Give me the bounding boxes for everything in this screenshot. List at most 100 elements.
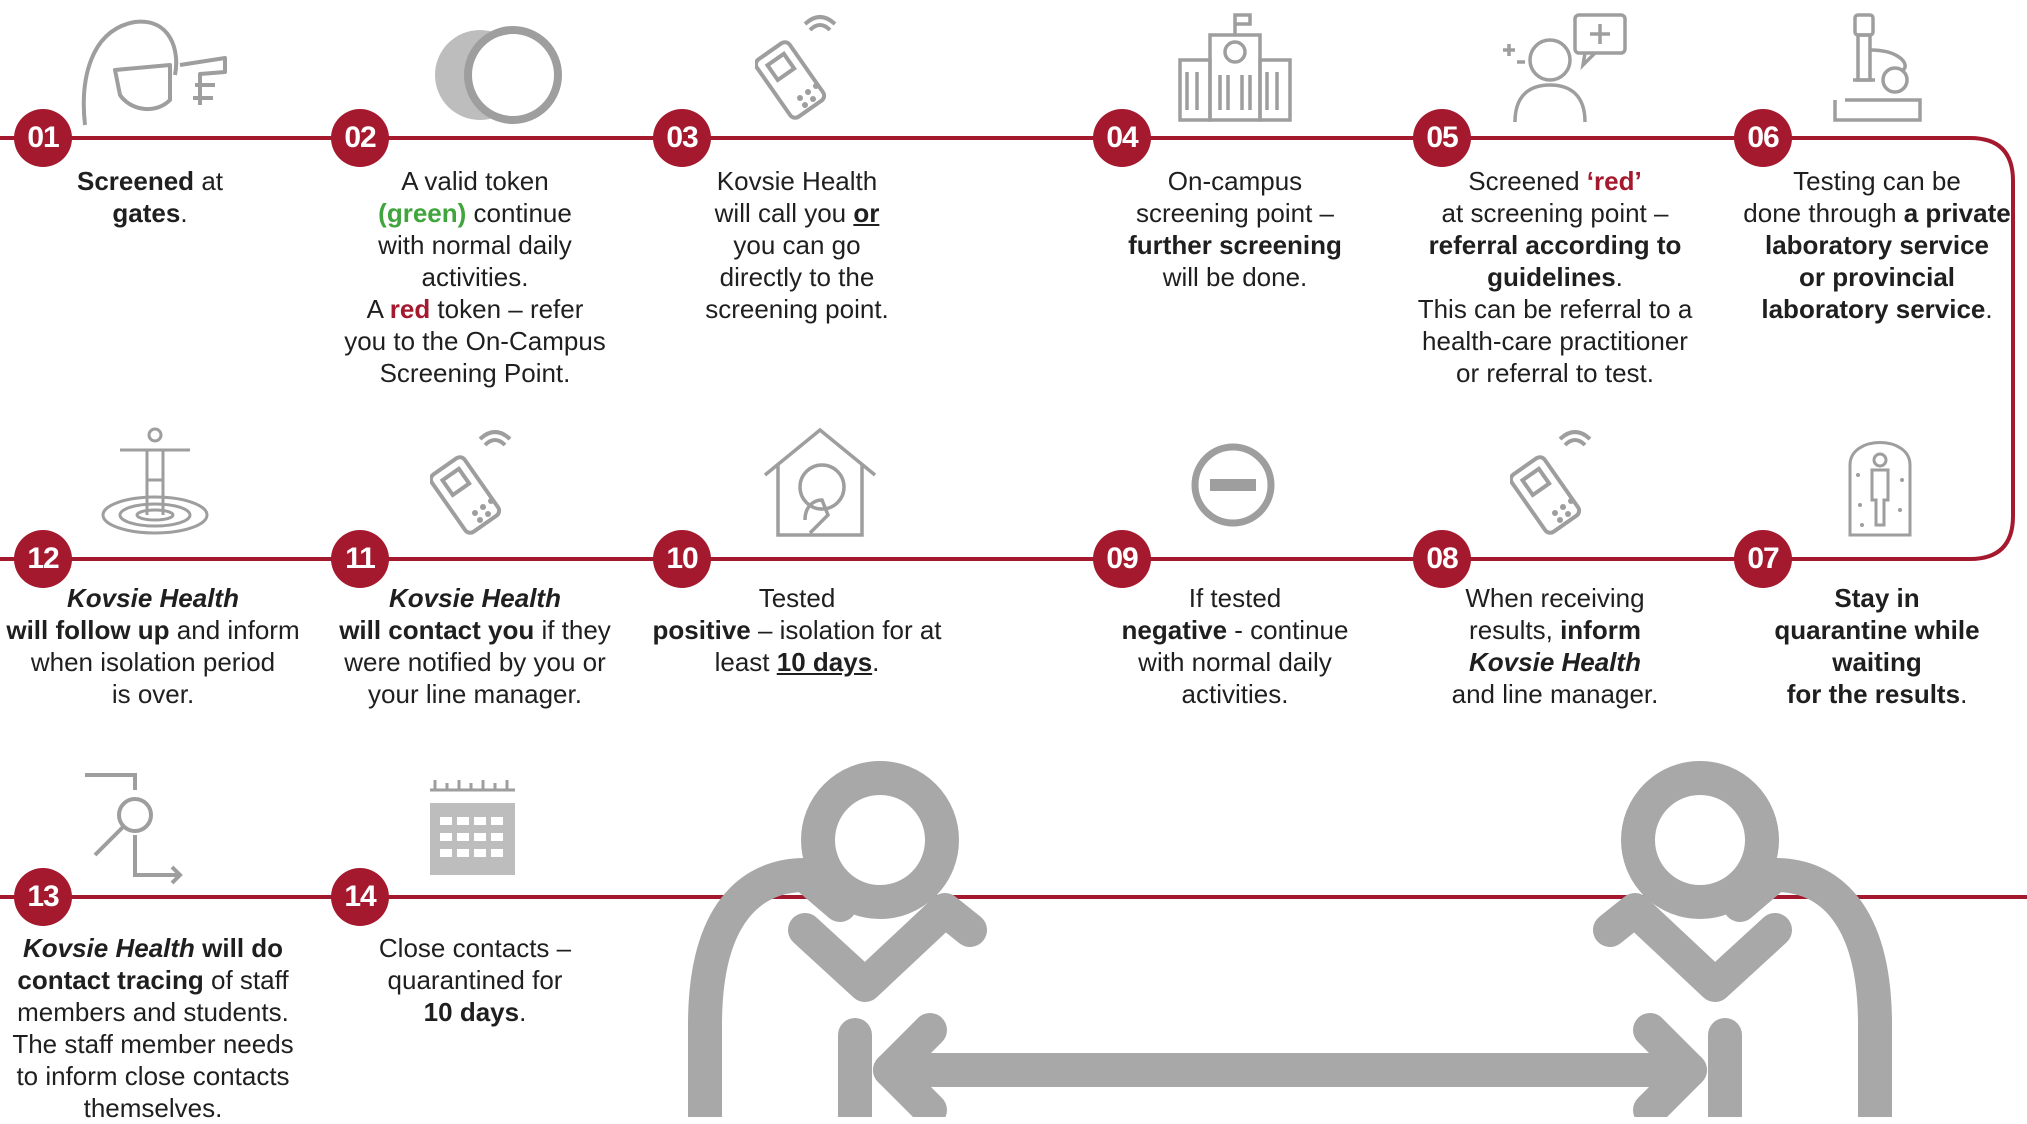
calendar-icon (425, 775, 520, 885)
step-line: screening point – (1085, 197, 1385, 229)
text-segment: . (1960, 679, 1968, 709)
step-line: Testing can be (1727, 165, 2027, 197)
step-line: done through a private (1727, 197, 2027, 229)
step-line: A red token – refer (325, 293, 625, 325)
step-line: will be done. (1085, 261, 1385, 293)
text-segment: guidelines (1487, 262, 1616, 292)
text-segment: at (201, 166, 223, 196)
step-line: Kovsie Health (3, 582, 303, 614)
step-badge-11: 11 (331, 530, 389, 588)
step-badge-14: 14 (331, 868, 389, 926)
text-segment: you can go (733, 230, 861, 260)
text-segment: to inform close contacts (16, 1061, 290, 1091)
text-segment: is over. (111, 679, 195, 709)
step-line: results, inform (1405, 614, 1705, 646)
text-segment: inform (1560, 615, 1641, 645)
step-line: for the results. (1727, 678, 2027, 710)
text-segment: or provincial (1798, 262, 1956, 292)
home-isolation-icon (760, 425, 880, 545)
step-badge-08: 08 (1413, 530, 1471, 588)
text-segment: of staff (203, 965, 289, 995)
text-segment: token – refer (430, 294, 584, 324)
step-line: On-campus (1085, 165, 1385, 197)
text-segment: red (389, 294, 431, 324)
mobile-phone-icon (753, 10, 855, 125)
text-segment: results, (1469, 615, 1561, 645)
step-line: quarantined for (325, 964, 625, 996)
text-segment: positive (652, 615, 751, 645)
step-line: If tested (1085, 582, 1385, 614)
text-segment: Kovsie Health (22, 933, 195, 963)
text-segment: Screening Point. (379, 358, 571, 388)
text-segment: . (1985, 294, 1993, 324)
step-line: least 10 days. (647, 646, 947, 678)
social-distancing-illustration (688, 761, 1892, 1117)
step-badge-07: 07 (1734, 530, 1792, 588)
text-segment: Kovsie Health (716, 166, 878, 196)
text-segment: at screening point – (1441, 198, 1669, 228)
text-segment: or (853, 198, 880, 228)
step-line: Close contacts – (325, 932, 625, 964)
step-badge-03: 03 (653, 109, 711, 167)
text-segment: and line manager. (1451, 679, 1659, 709)
step-line: Kovsie Health will do (3, 932, 303, 964)
step-line: when isolation period (3, 646, 303, 678)
text-segment: contact tracing (17, 965, 204, 995)
text-segment: if they (534, 615, 611, 645)
step-line: The staff member needs (3, 1028, 303, 1060)
step-badge-01: 01 (14, 109, 72, 167)
text-segment: Tested (758, 583, 836, 613)
step-line: quarantine while waiting (1727, 614, 2027, 678)
step-line: is over. (3, 678, 303, 710)
text-segment: . (180, 198, 188, 228)
step-line: screening point. (647, 293, 947, 325)
step-line: you to the On-Campus (325, 325, 625, 357)
step-line: Stay in (1727, 582, 2027, 614)
text-segment: when isolation period (30, 647, 276, 677)
text-segment: laboratory service (1761, 294, 1986, 324)
text-segment: gates (112, 198, 181, 228)
step-badge-02: 02 (331, 109, 389, 167)
text-segment: with normal daily (1138, 647, 1332, 677)
text-segment: were notified by you or (344, 647, 606, 677)
text-segment: will do (194, 933, 284, 963)
quarantine-capsule-icon (1840, 425, 1920, 545)
text-segment: done through (1743, 198, 1904, 228)
text-segment: further screening (1128, 230, 1342, 260)
step-line: This can be referral to a (1405, 293, 1705, 325)
text-segment: 10 days (423, 997, 520, 1027)
microscope-icon (1825, 10, 1935, 130)
token-circles-icon (425, 20, 565, 135)
text-segment: – isolation for at (750, 615, 942, 645)
step-line: or referral to test. (1405, 357, 1705, 389)
step-line: (green) continue (325, 197, 625, 229)
text-segment: continue (466, 198, 572, 228)
step-line: activities. (325, 261, 625, 293)
text-segment: will call you (714, 198, 854, 228)
text-segment: 10 days (776, 647, 873, 677)
text-segment: a private (1903, 198, 2011, 228)
step-line: guidelines. (1405, 261, 1705, 293)
text-segment: . (872, 647, 880, 677)
text-segment: you to the On-Campus (344, 326, 606, 356)
text-segment: . (519, 997, 527, 1027)
step-line: directly to the (647, 261, 947, 293)
text-segment: least (714, 647, 777, 677)
text-segment: Close contacts – (378, 933, 572, 963)
text-segment: On-campus (1167, 166, 1303, 196)
step-line: you can go (647, 229, 947, 261)
step-line: negative - continue (1085, 614, 1385, 646)
step-line: Screened ‘red’ (1405, 165, 1705, 197)
step-badge-04: 04 (1093, 109, 1151, 167)
text-segment: will be done. (1162, 262, 1308, 292)
step-line: positive – isolation for at (647, 614, 947, 646)
